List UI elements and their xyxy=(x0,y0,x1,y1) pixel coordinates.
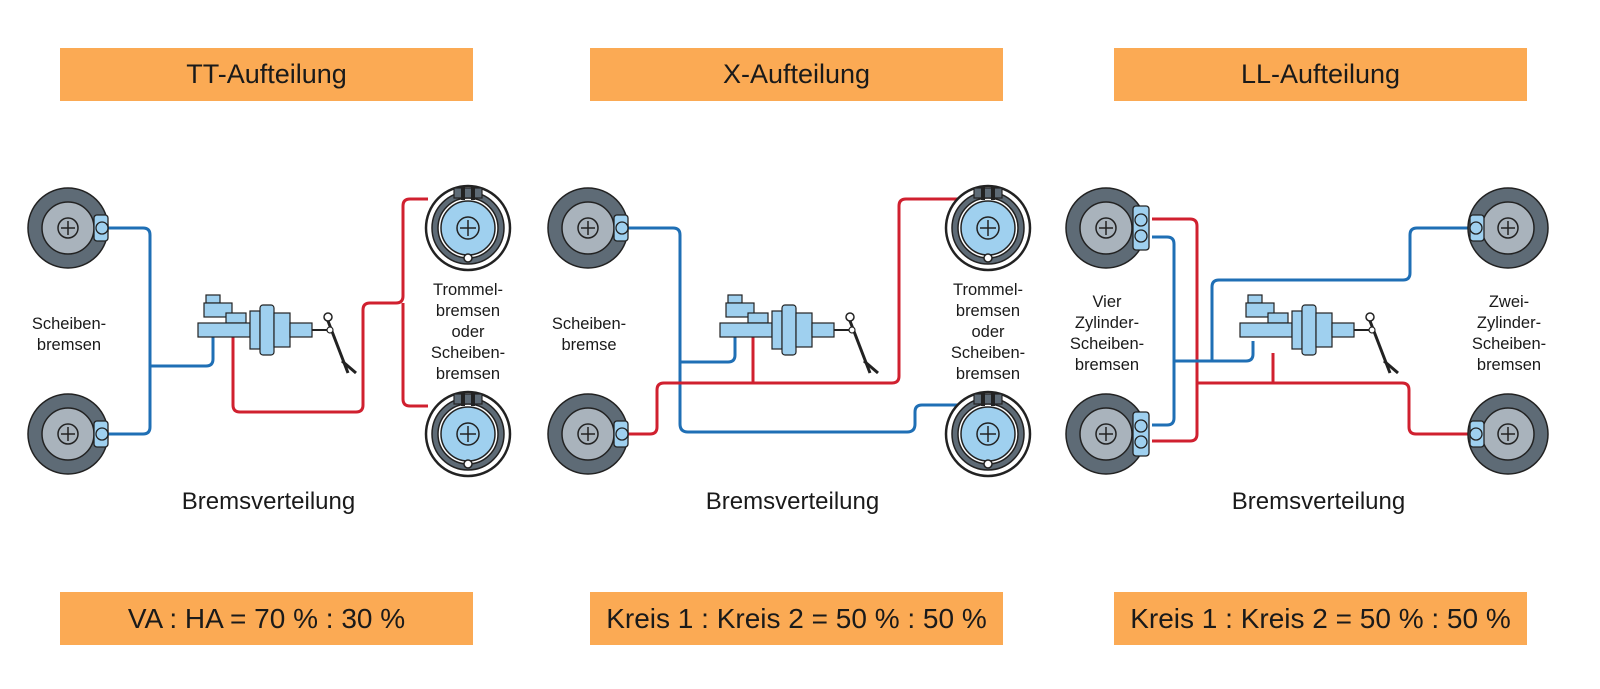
label-line: Trommel- xyxy=(433,281,503,299)
ll-rear-left-double-caliper xyxy=(1132,411,1150,457)
label-line: bremse xyxy=(561,336,617,354)
label-line: Vier xyxy=(1092,293,1122,311)
label-line: Scheiben- xyxy=(551,315,627,333)
right-brake-label: Trommel- bremsen oder Scheiben- bremsen xyxy=(413,280,523,385)
label-line: Trommel- xyxy=(953,281,1023,299)
ll-front-left-double-caliper xyxy=(1132,205,1150,251)
tt-red-circuit xyxy=(231,197,428,414)
label-line: Scheiben- xyxy=(950,344,1026,362)
tt-rear-right-drum xyxy=(424,390,512,478)
distribution-caption: Bremsverteilung xyxy=(705,488,880,515)
right-brake-label: Trommel- bremsen oder Scheiben- bremsen xyxy=(933,280,1043,385)
label-line: Scheiben- xyxy=(1069,335,1145,353)
label-line: oder xyxy=(451,323,485,341)
left-brake-label: Scheiben- bremse xyxy=(534,314,644,356)
label-line: Zwei- xyxy=(1488,293,1530,311)
x-rear-right-drum xyxy=(944,390,1032,478)
label-line: bremsen xyxy=(955,365,1021,383)
right-brake-label: Zwei- Zylinder- Scheiben- bremsen xyxy=(1454,292,1564,376)
ll-rear-right-caliper xyxy=(1469,420,1485,448)
x-blue-circuit xyxy=(628,226,958,434)
ll-diagram xyxy=(1065,187,1549,475)
ratio-box: Kreis 1 : Kreis 2 = 50 % : 50 % xyxy=(1114,592,1527,645)
tt-front-right-drum xyxy=(424,184,512,272)
label-line: bremsen xyxy=(435,302,501,320)
left-brake-label: Vier Zylinder- Scheiben- bremsen xyxy=(1052,292,1162,376)
tt-rear-left-caliper xyxy=(93,420,109,448)
panel-tt: TT-Aufteilung Scheiben- bremsen Trommel-… xyxy=(0,0,533,689)
tt-diagram xyxy=(27,184,512,478)
x-master-cylinder-pedal xyxy=(718,293,880,375)
label-line: bremsen xyxy=(435,365,501,383)
label-line: Zylinder- xyxy=(1476,314,1542,332)
x-front-right-drum xyxy=(944,184,1032,272)
label-line: Scheiben- xyxy=(430,344,506,362)
ll-red-circuit xyxy=(1152,217,1470,443)
label-line: bremsen xyxy=(955,302,1021,320)
label-line: Zylinder- xyxy=(1074,314,1140,332)
tt-front-left-caliper xyxy=(93,214,109,242)
x-rear-left-caliper xyxy=(613,420,629,448)
x-diagram xyxy=(547,184,1032,478)
ll-front-right-caliper xyxy=(1469,214,1485,242)
ll-master-cylinder-pedal xyxy=(1238,293,1400,375)
label-line: Scheiben- xyxy=(1471,335,1547,353)
label-line: bremsen xyxy=(1074,356,1140,374)
panel-header: TT-Aufteilung xyxy=(60,48,473,101)
panel-header: X-Aufteilung xyxy=(590,48,1003,101)
ratio-box: Kreis 1 : Kreis 2 = 50 % : 50 % xyxy=(590,592,1003,645)
label-line: bremsen xyxy=(1476,356,1542,374)
panel-header: LL-Aufteilung xyxy=(1114,48,1527,101)
x-red-circuit xyxy=(628,197,958,436)
ll-blue-circuit xyxy=(1152,226,1470,427)
ratio-box: VA : HA = 70 % : 30 % xyxy=(60,592,473,645)
tt-blue-circuit xyxy=(108,226,215,436)
label-line: bremsen xyxy=(36,336,102,354)
label-line: Scheiben- xyxy=(31,315,107,333)
panel-x: X-Aufteilung Scheiben- bremse Trommel- b… xyxy=(530,0,1063,689)
distribution-caption: Bremsverteilung xyxy=(1231,488,1406,515)
distribution-caption: Bremsverteilung xyxy=(181,488,356,515)
x-front-left-caliper xyxy=(613,214,629,242)
label-line: oder xyxy=(971,323,1005,341)
left-brake-label: Scheiben- bremsen xyxy=(14,314,124,356)
tt-master-cylinder-pedal xyxy=(196,293,358,375)
panel-ll: LL-Aufteilung Vier Zylinder- Scheiben- b… xyxy=(1054,0,1587,689)
